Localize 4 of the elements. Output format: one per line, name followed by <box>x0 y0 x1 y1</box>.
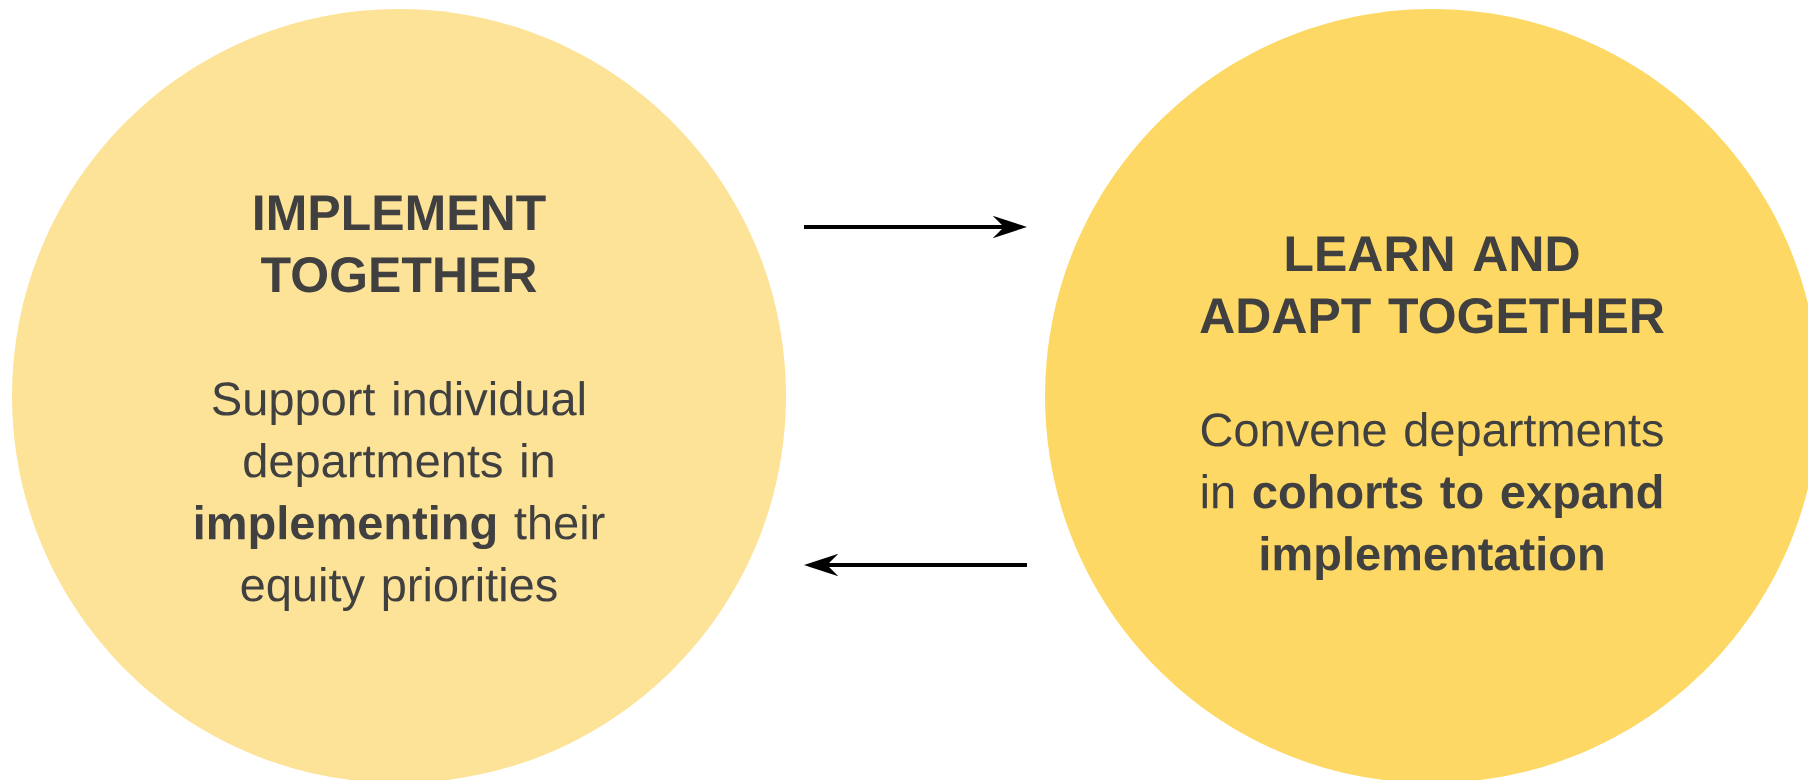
circle-heading: IMPLEMENT TOGETHER <box>255 195 546 293</box>
circle-text: Convene departments in cohorts to expand implementation <box>1201 412 1663 580</box>
circle-text: Support individual departments in implementing their equity priorities <box>195 381 605 611</box>
circle-heading: LEARN AND ADAPT TOGETHER <box>1200 236 1664 334</box>
